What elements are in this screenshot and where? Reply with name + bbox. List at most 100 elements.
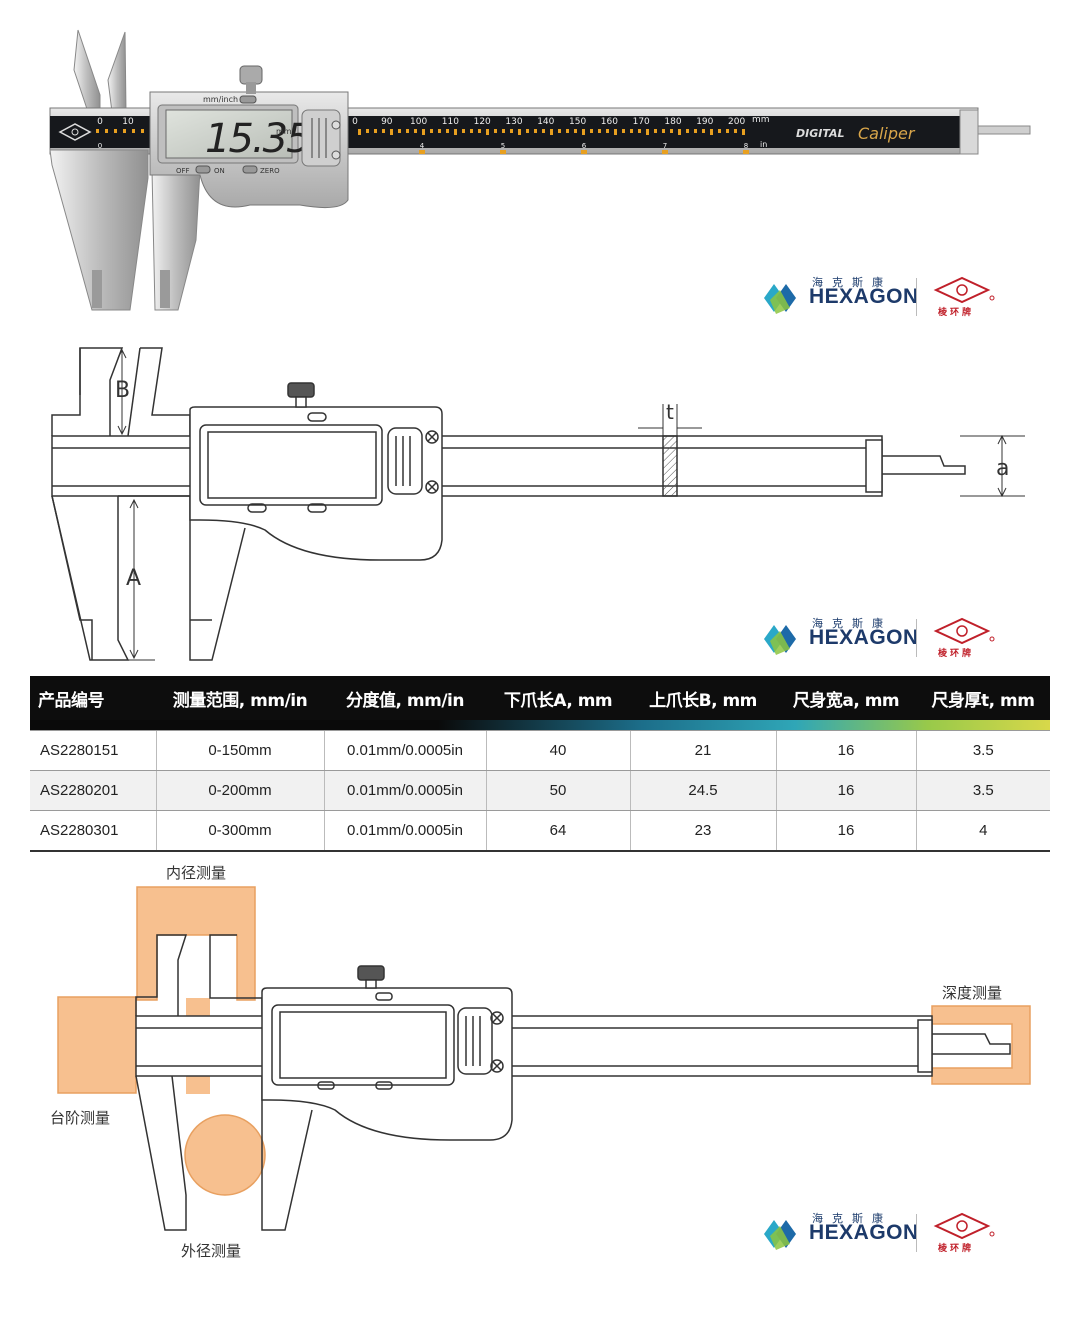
linghuan-cn: 棱环牌 <box>938 1244 975 1254</box>
scale-label: 160 <box>601 117 618 127</box>
label-step-measure: 台阶测量 <box>50 1109 111 1127</box>
scale-mark <box>390 129 393 135</box>
cell-product-no: AS2280301 <box>30 810 157 852</box>
spec-table: 产品编号 测量范围, mm/in 分度值, mm/in 下爪长A, mm 上爪长… <box>30 676 1050 852</box>
hexagon-cn: 海克斯康 <box>812 276 892 289</box>
cell-beam-width: 16 <box>776 730 917 771</box>
scale-mark <box>662 150 668 154</box>
table-row: AS2280201 0-200mm 0.01mm/0.0005in 50 24.… <box>30 770 1050 811</box>
scale-mark <box>678 129 681 135</box>
scale-mark <box>382 129 385 133</box>
hexagon-logo-icon <box>764 1220 796 1250</box>
lcd-screen <box>165 109 293 159</box>
outer-workpiece <box>184 1114 266 1196</box>
scale-mark <box>141 129 144 133</box>
cell-lower-jaw: 50 <box>486 770 631 811</box>
scale-label: 100 <box>410 117 427 127</box>
scale-label: 130 <box>505 117 522 127</box>
scale-mark <box>438 129 441 133</box>
dimension-drawing <box>51 347 1025 661</box>
scale-label: 0 <box>97 117 103 127</box>
scale-mark <box>614 129 617 135</box>
scale-mark <box>590 129 593 133</box>
cell-product-no: AS2280201 <box>30 770 157 811</box>
scale-label: 150 <box>569 117 586 127</box>
scale-mark <box>534 129 537 133</box>
on-off-button[interactable] <box>195 165 211 174</box>
on-label: ON <box>214 167 225 175</box>
logo-group-2: 海克斯康 HEXAGON 棱环牌 <box>762 615 1002 665</box>
zero-button[interactable] <box>242 165 258 174</box>
scale-in-label: 7 <box>663 142 667 150</box>
dim-label-a-lower: a <box>996 456 1010 481</box>
hexagon-cn: 海克斯康 <box>812 1212 892 1225</box>
cell-resolution: 0.01mm/0.0005in <box>324 810 487 852</box>
scale-mark <box>598 129 601 133</box>
header-beam-width: 尺身宽a, mm <box>776 676 916 720</box>
hexagon-logo-icon <box>764 625 796 655</box>
cell-range: 0-200mm <box>156 770 325 811</box>
scale-label: 190 <box>696 117 713 127</box>
scale-mark <box>582 129 585 135</box>
inner-workpiece <box>136 886 256 1001</box>
header-resolution: 分度值, mm/in <box>324 676 486 720</box>
brand-digital: DIGITAL <box>796 127 845 140</box>
units-button[interactable] <box>239 95 257 104</box>
scale-mark <box>510 129 513 133</box>
cell-product-no: AS2280151 <box>30 730 157 771</box>
linghuan-logo-icon <box>933 617 995 645</box>
table-row: AS2280151 0-150mm 0.01mm/0.0005in 40 21 … <box>30 730 1050 771</box>
table-row: AS2280301 0-300mm 0.01mm/0.0005in 64 23 … <box>30 810 1050 852</box>
linghuan-logo-icon <box>933 276 995 304</box>
scale-mark <box>662 129 665 133</box>
scale-mark <box>742 129 745 135</box>
scale-mark <box>419 150 425 154</box>
upper-sliding-jaw <box>107 31 127 113</box>
dim-label-a-upper: A <box>126 566 142 591</box>
scale-mark <box>478 129 481 133</box>
scale-label: 180 <box>664 117 681 127</box>
scale-label: 90 <box>381 117 393 127</box>
scale-mark <box>622 129 625 133</box>
scale-mark <box>406 129 409 133</box>
scale-mark <box>670 129 673 133</box>
linghuan-logo-icon <box>933 1212 995 1240</box>
zero-label: ZERO <box>260 167 280 175</box>
scale-mark <box>96 129 99 133</box>
scale-mark <box>446 129 449 133</box>
cell-resolution: 0.01mm/0.0005in <box>324 770 487 811</box>
lower-sliding-jaw <box>151 169 201 311</box>
scale-mark <box>114 129 117 133</box>
header-upper-jaw: 上爪长B, mm <box>630 676 776 720</box>
scale-mark <box>398 129 401 133</box>
scale-mark <box>726 129 729 133</box>
usage-drawing <box>57 886 1031 1231</box>
cell-lower-jaw: 64 <box>486 810 631 852</box>
scale-left: 0 10 0 <box>96 117 144 150</box>
scale-in-label: 0 <box>98 142 102 150</box>
scale-mark <box>358 129 361 135</box>
scale-label: 10 <box>122 117 134 127</box>
depth-workpiece <box>931 1005 1031 1085</box>
scale-mark <box>702 129 705 133</box>
scale-mark <box>422 129 425 135</box>
scale-mark <box>654 129 657 133</box>
scale-in-unit: in <box>760 140 767 149</box>
linghuan-cn: 棱环牌 <box>938 308 975 318</box>
hexagon-en: HEXAGON <box>809 626 919 649</box>
scale-label: 170 <box>633 117 650 127</box>
scale-mark <box>694 129 697 133</box>
cell-beam-thickness: 4 <box>916 810 1050 852</box>
step-workpiece <box>57 996 137 1094</box>
label-depth-measure: 深度测量 <box>942 984 1003 1002</box>
lower-fixed-jaw <box>49 149 149 311</box>
scale-mark <box>366 129 369 133</box>
scale-mark <box>558 129 561 133</box>
cell-upper-jaw: 21 <box>630 730 777 771</box>
dim-label-b: B <box>115 378 131 403</box>
scale-mark <box>542 129 545 133</box>
cell-beam-width: 16 <box>776 810 917 852</box>
linghuan-cn: 棱环牌 <box>938 649 975 659</box>
hexagon-en: HEXAGON <box>809 285 919 308</box>
